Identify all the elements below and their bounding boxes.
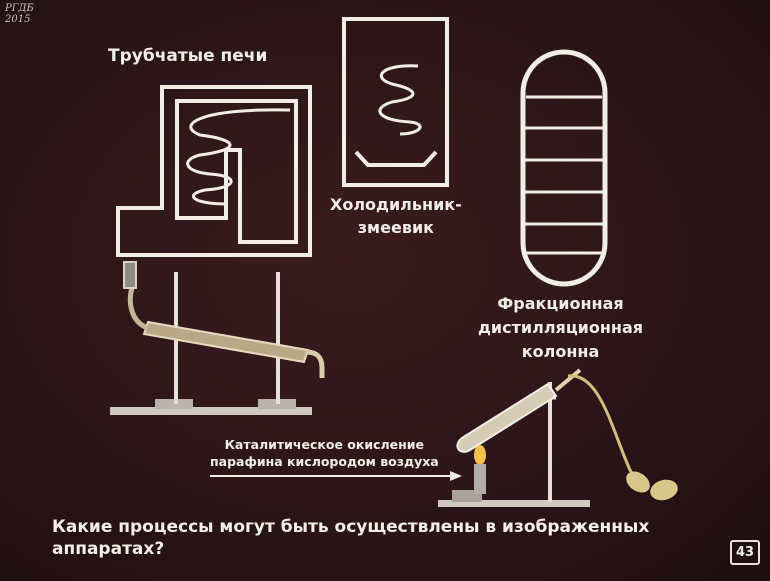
rubber-hose bbox=[567, 374, 645, 490]
column-trays bbox=[525, 95, 603, 255]
coil-condenser-label-line2: змеевик bbox=[357, 218, 435, 237]
oxidation-setup bbox=[210, 368, 678, 507]
oxidation-label-line1: Каталитическое окисление bbox=[224, 437, 425, 452]
inclined-tube bbox=[142, 320, 310, 364]
test-tube bbox=[456, 382, 558, 453]
coil-condenser bbox=[342, 17, 449, 187]
condenser-body bbox=[342, 17, 449, 187]
frame-number: 43 bbox=[730, 540, 760, 565]
rubber-bulb-1 bbox=[626, 471, 650, 493]
tube-furnace bbox=[116, 85, 312, 257]
distillation-column-label: Фракционная дистилляционная колонна bbox=[478, 292, 643, 364]
distillation-column-label-line1: Фракционная bbox=[497, 294, 624, 313]
condenser-coil bbox=[378, 64, 422, 136]
column-shell bbox=[520, 49, 608, 287]
furnace-inner-wall bbox=[175, 99, 298, 244]
oxidation-label: Каталитическое окисление парафина кислор… bbox=[210, 436, 439, 470]
oxidation-label-line2: парафина кислородом воздуха bbox=[210, 454, 439, 469]
distillation-column-label-line2: дистилляционная bbox=[478, 318, 644, 337]
distillation-column-label-line3: колонна bbox=[521, 342, 600, 361]
coil-condenser-label: Холодильник- змеевик bbox=[330, 193, 462, 239]
tube-reactor-stand bbox=[110, 261, 325, 415]
furnace-coil bbox=[186, 108, 291, 206]
furnace-outer-wall bbox=[116, 85, 312, 257]
watermark-year: 2015 bbox=[5, 14, 31, 25]
watermark: РГДБ 2015 bbox=[5, 3, 34, 25]
rubber-bulb-2 bbox=[650, 479, 678, 501]
watermark-org: РГДБ bbox=[5, 3, 34, 14]
arrow-head bbox=[450, 471, 462, 481]
coil-condenser-label-line1: Холодильник- bbox=[330, 195, 462, 214]
burner bbox=[474, 464, 486, 494]
question-caption: Какие процессы могут быть осуществлены в… bbox=[52, 517, 650, 559]
condenser-receiver bbox=[354, 150, 438, 167]
distillation-column bbox=[520, 49, 608, 287]
burner-flame bbox=[474, 445, 486, 465]
tube-furnaces-label: Трубчатые печи bbox=[108, 46, 268, 66]
